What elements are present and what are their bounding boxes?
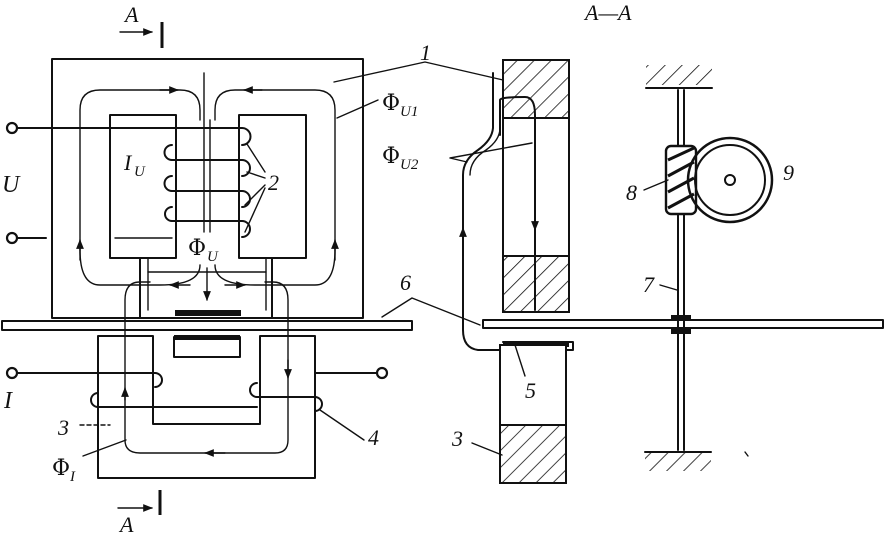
section-marker-bottom: A <box>117 490 162 534</box>
flux-phi-i-path <box>124 281 289 454</box>
worm-thread <box>667 146 695 210</box>
coil-turn <box>314 396 323 412</box>
axle-hub <box>671 328 691 334</box>
voltage-winding <box>5 121 252 245</box>
label-current-i: I <box>3 388 13 414</box>
coil-turn <box>163 144 173 161</box>
current-terminal-right <box>375 366 389 380</box>
section-marker-bottom-label: A <box>118 512 134 534</box>
counter-pole-strip <box>469 127 501 176</box>
current-core-outline <box>97 335 316 479</box>
label-part-1: 1 <box>420 40 431 65</box>
voltage-terminal-top <box>5 121 19 135</box>
coil-turn <box>241 220 251 238</box>
leader-1 <box>333 61 504 83</box>
lower-core-window <box>499 344 567 426</box>
phi-subscript: U1 <box>400 104 418 120</box>
label-phi-u1: Φ U1 <box>382 91 418 120</box>
current-terminal-left <box>5 366 19 380</box>
label-part-4: 4 <box>368 425 379 450</box>
leader-6 <box>381 297 481 326</box>
coil-turn <box>163 175 173 192</box>
coil-turn <box>154 372 163 388</box>
label-phi-i: Φ I <box>52 456 76 485</box>
disk-side-view <box>1 320 413 331</box>
counter-pole-strip <box>462 72 574 351</box>
leader-8 <box>643 179 669 191</box>
current-symbol: I <box>123 150 133 175</box>
counter-gear-inner <box>694 144 766 216</box>
label-part-2: 2 <box>268 170 279 195</box>
counter-gear <box>686 136 774 224</box>
counter-pole-5 <box>499 96 536 311</box>
axle-hub <box>671 315 691 321</box>
current-pole-shoe <box>174 335 240 340</box>
voltage-core-left-window <box>109 114 177 319</box>
label-part-7: 7 <box>643 272 655 297</box>
voltage-terminal-bottom <box>5 231 19 245</box>
speck <box>744 451 749 457</box>
leader-phi-u2 <box>449 142 533 163</box>
flux-loop-right <box>214 89 336 251</box>
coil-turn <box>241 159 251 177</box>
coil-turn <box>241 190 251 208</box>
flux-loop-left <box>79 89 201 251</box>
leader-phi-i <box>82 439 127 457</box>
phi-symbol: Φ <box>382 91 400 116</box>
leader-lines <box>79 61 678 457</box>
section-title: A—A <box>583 0 632 25</box>
coil-turn <box>164 206 173 222</box>
label-phi-u: Φ U <box>188 236 219 265</box>
label-part-6: 6 <box>400 270 411 295</box>
gear-axle <box>724 174 736 186</box>
coil-turn <box>241 127 252 146</box>
voltage-electromagnet <box>51 58 364 319</box>
section-marker-top-label: A <box>123 2 139 27</box>
leader-2 <box>244 143 266 233</box>
flux-loop-right <box>214 249 336 286</box>
section-marker-top: A <box>119 2 164 48</box>
label-part-5: 5 <box>525 378 536 403</box>
label-part-3-left: 3 <box>57 415 69 440</box>
bottom-bearing <box>645 453 711 471</box>
label-phi-u2: Φ U2 <box>382 144 419 173</box>
section-view: A—A <box>459 0 884 484</box>
lower-core-section <box>499 424 567 484</box>
current-subscript: U <box>134 164 146 180</box>
voltage-core-outline <box>51 58 364 319</box>
phi-symbol: Φ <box>382 144 400 169</box>
voltage-core-right-window <box>238 114 307 319</box>
label-voltage-u: U <box>2 172 21 198</box>
current-electromagnet <box>5 281 389 479</box>
label-i-u: I U <box>123 150 146 180</box>
phi-symbol: Φ <box>52 456 70 481</box>
pole-shoe <box>175 310 241 316</box>
label-part-9: 9 <box>783 160 794 185</box>
coil-turn <box>90 392 99 408</box>
label-part-3-right: 3 <box>451 426 463 451</box>
leader-7 <box>659 284 678 291</box>
label-part-8: 8 <box>626 180 637 205</box>
phi-subscript: U <box>207 249 219 265</box>
phi-symbol: Φ <box>188 236 206 261</box>
phi-subscript: I <box>69 469 76 485</box>
leader-4 <box>319 409 365 441</box>
leader-5 <box>514 344 526 377</box>
upper-core-section <box>502 59 570 119</box>
phi-subscript: U2 <box>400 157 419 173</box>
top-bearing <box>646 65 712 85</box>
leader-phi-u1 <box>336 99 379 119</box>
coil-turn <box>249 382 258 398</box>
leader-3-right <box>471 442 503 456</box>
flux-phi-u1-paths <box>76 86 339 301</box>
